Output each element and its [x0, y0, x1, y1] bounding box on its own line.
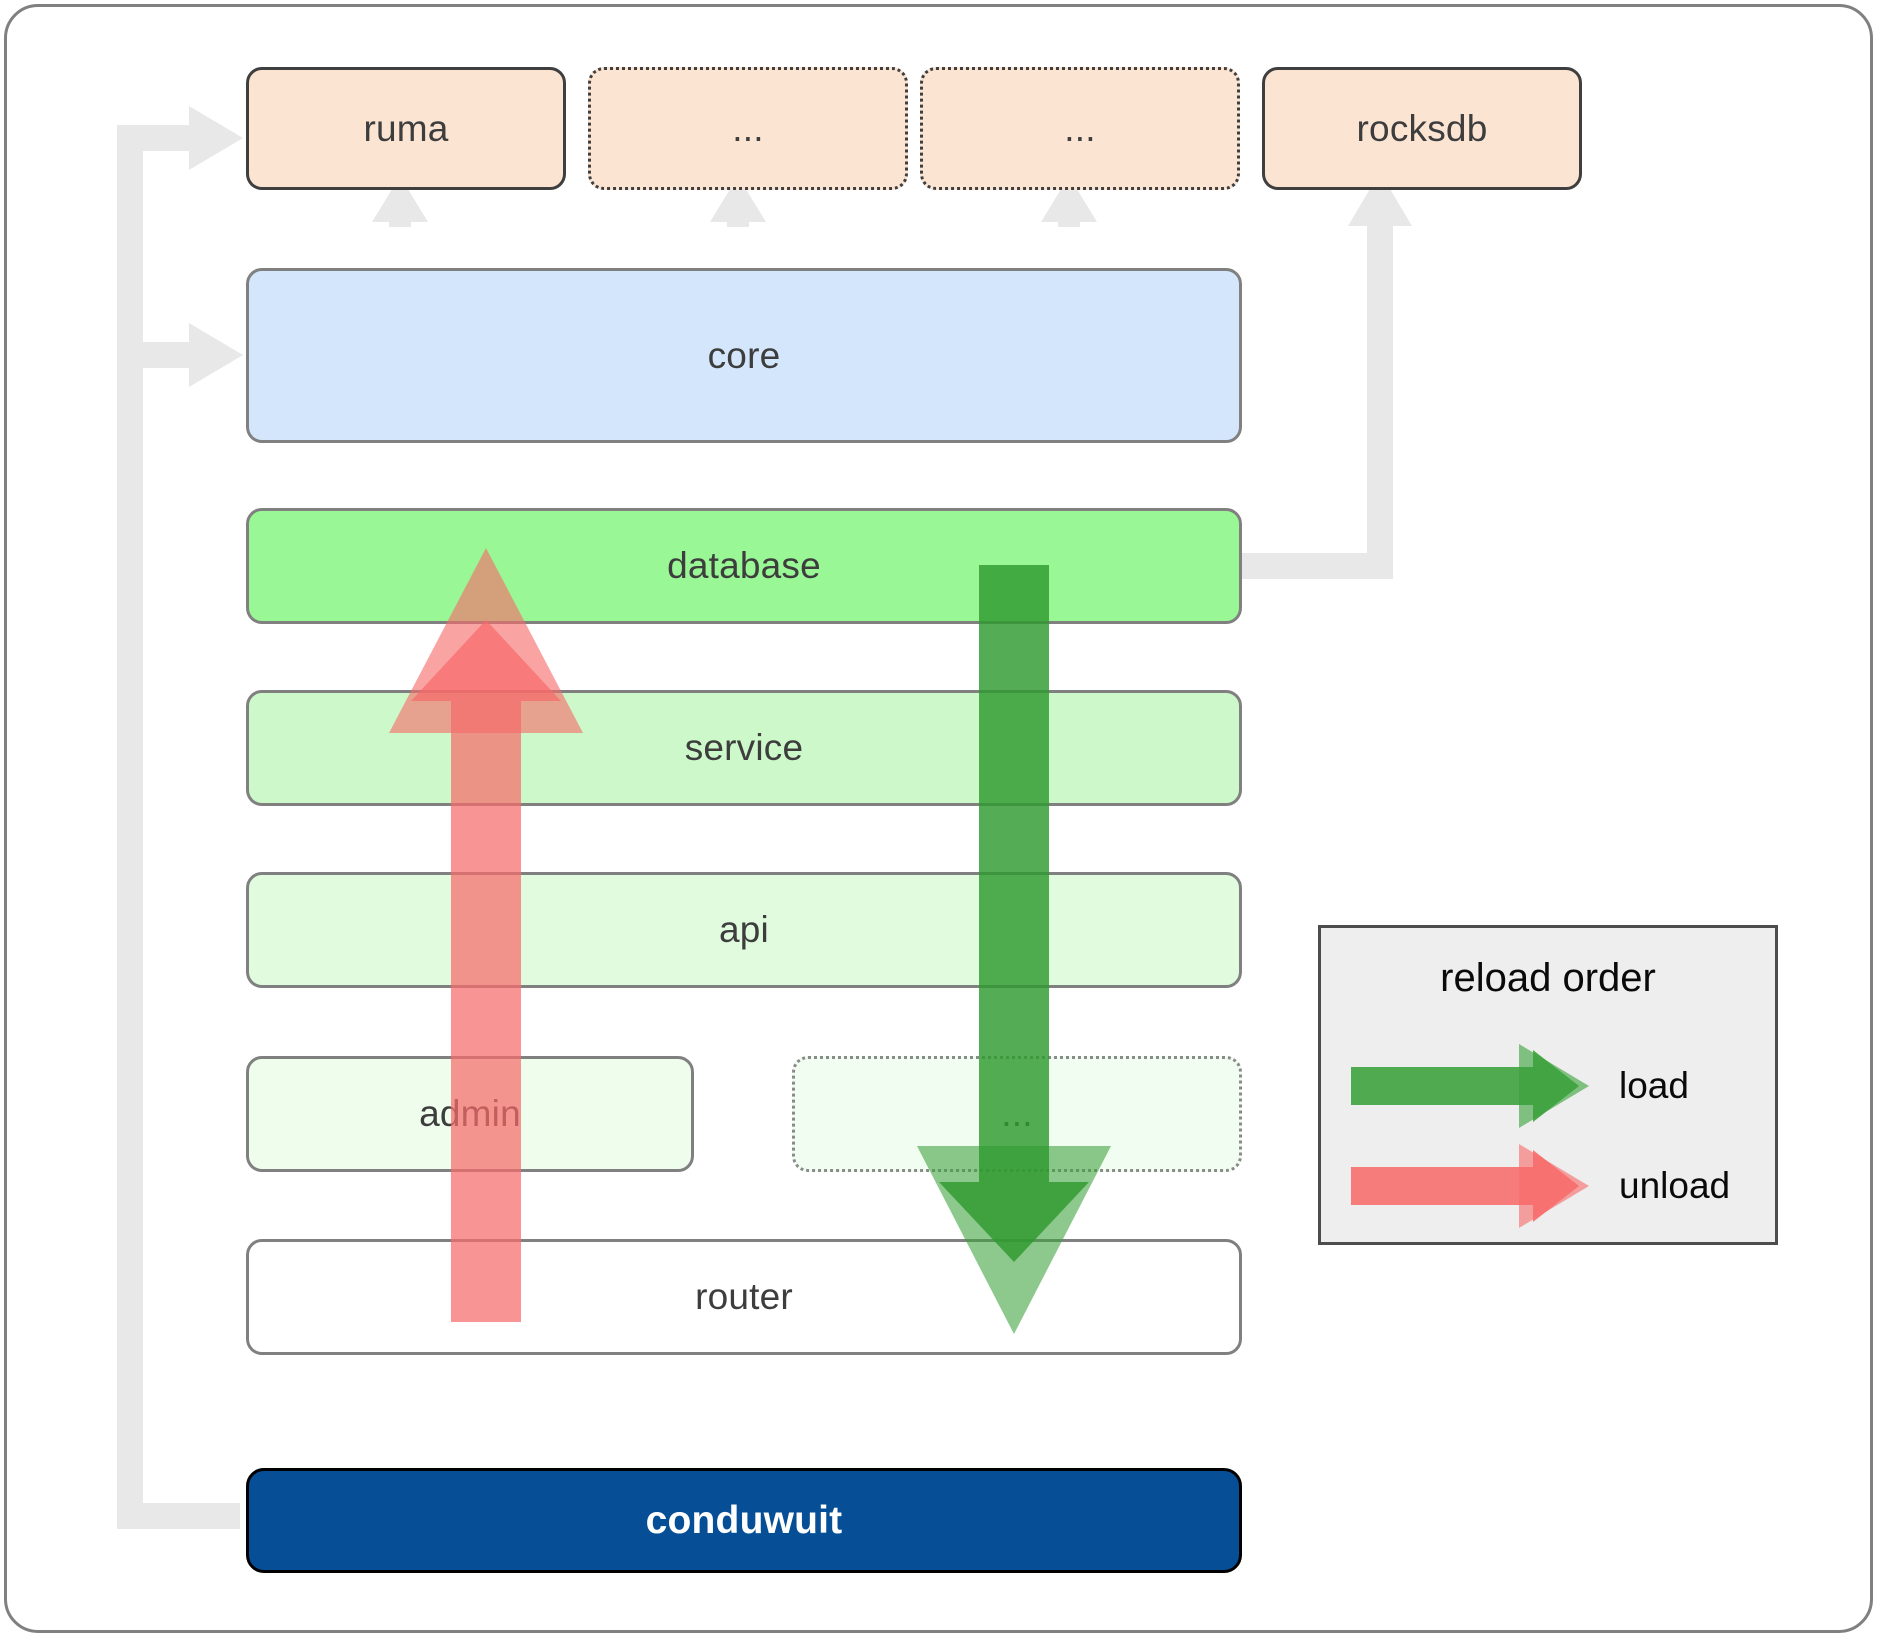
legend-row-load: load	[1321, 1040, 1775, 1132]
layer-box-router[interactable]: router	[246, 1239, 1242, 1355]
diagram-frame	[4, 4, 1873, 1633]
legend-unload-arrow-icon	[1351, 1144, 1589, 1228]
dependency-box-ruma[interactable]: ruma	[246, 67, 566, 190]
dependency-box-rocksdb[interactable]: rocksdb	[1262, 67, 1582, 190]
core-label: core	[707, 334, 781, 376]
layer-box-service[interactable]: service	[246, 690, 1242, 806]
binary-label: conduwuit	[645, 1498, 843, 1542]
dependency-label: ruma	[363, 107, 449, 149]
layer-box-api[interactable]: api	[246, 872, 1242, 988]
legend-row-unload: unload	[1321, 1140, 1775, 1232]
legend-panel: reload order load unload	[1318, 925, 1778, 1245]
dependency-box-ellipsis-2[interactable]: ...	[920, 67, 1240, 190]
layer-box-database[interactable]: database	[246, 508, 1242, 624]
legend-load-arrow-icon	[1351, 1044, 1589, 1128]
layer-label: database	[667, 545, 821, 586]
legend-label-unload: unload	[1619, 1165, 1731, 1206]
dependency-label: rocksdb	[1356, 107, 1488, 149]
legend-label-load: load	[1619, 1065, 1689, 1106]
layer-label: service	[684, 727, 804, 768]
layer-box-admin[interactable]: admin	[246, 1056, 694, 1172]
legend-title: reload order	[1440, 956, 1656, 1000]
layer-label: ...	[1001, 1093, 1033, 1134]
layer-label: admin	[419, 1093, 521, 1134]
dependency-box-ellipsis-1[interactable]: ...	[588, 67, 908, 190]
binary-box-conduwuit[interactable]: conduwuit	[246, 1468, 1242, 1573]
core-box[interactable]: core	[246, 268, 1242, 443]
dependency-label: ...	[732, 107, 764, 149]
layer-label: api	[719, 909, 769, 950]
layer-label: router	[695, 1276, 793, 1317]
dependency-label: ...	[1064, 107, 1096, 149]
layer-box-ellipsis[interactable]: ...	[792, 1056, 1242, 1172]
